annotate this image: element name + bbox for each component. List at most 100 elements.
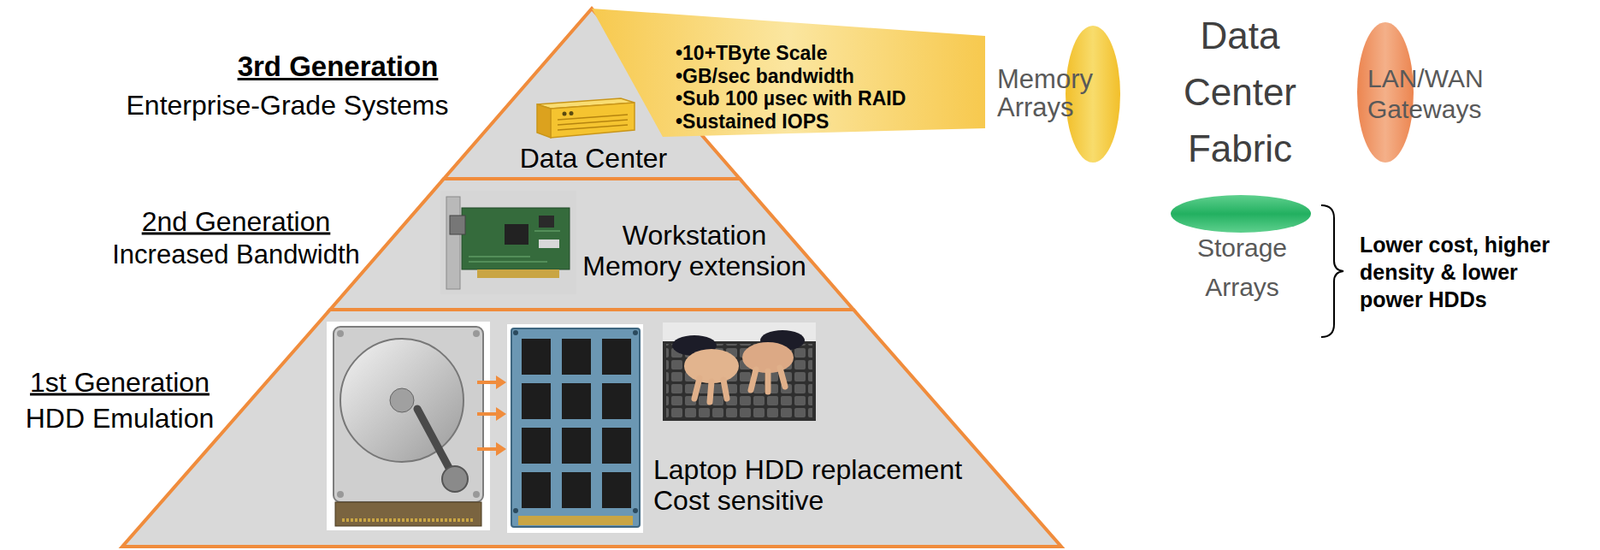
fingers: [694, 367, 786, 402]
grouping-brace: [1321, 205, 1344, 337]
tier-label-holder: Workstation Memory extension: [578, 219, 810, 282]
callout-panel: •10+TByte Scale•GB/sec bandwidth•Sub 100…: [591, 8, 986, 137]
bullet-point: •Sustained IOPS: [675, 110, 829, 134]
tier-outline: [330, 178, 854, 310]
bullet-point: •10+TByte Scale: [675, 41, 827, 65]
tier-outline: [122, 309, 1062, 547]
tier-outline-layer: [330, 178, 854, 310]
flash-chip: [521, 383, 551, 420]
component-label: Memory Arrays: [997, 64, 1107, 122]
brace-note-holder: Lower cost, higher density & lower power…: [1359, 230, 1560, 313]
disk-screw: [472, 490, 480, 498]
hard-disk-photo: [326, 321, 491, 531]
tier-label-holder: Data Center: [519, 142, 668, 175]
callout-wedge: [591, 8, 986, 137]
flash-chip: [561, 338, 591, 375]
server-side: [537, 104, 551, 138]
card-board: [461, 207, 570, 270]
component-label: LAN/WAN Gateways: [1367, 63, 1496, 125]
photo-ground: [662, 322, 816, 421]
arrow-head: [495, 442, 507, 456]
solid-state-drive-photo: [507, 324, 644, 533]
component-label-holder: Memory Arrays: [997, 64, 1107, 122]
component-label: Storage Arrays: [1167, 228, 1317, 308]
tier-label: Workstation Memory extension: [578, 219, 810, 282]
disk-screw: [336, 330, 344, 337]
ssd-connector: [518, 515, 633, 526]
arrow-head: [495, 407, 507, 421]
generation-subtitle-holder: HDD Emulation: [25, 402, 215, 435]
generation-subtitle: HDD Emulation: [25, 402, 215, 435]
server-icon: [537, 98, 635, 138]
ssd-hole: [632, 330, 638, 336]
component-label-holder: Storage Arrays: [1167, 228, 1317, 308]
generation-heading: 3rd Generation: [237, 50, 439, 83]
ssd-hole: [632, 507, 638, 514]
flash-chip: [561, 427, 591, 464]
generation-subtitle: Increased Bandwidth: [112, 239, 361, 271]
flash-chip: [561, 472, 591, 508]
gateway-ellipse-layer: [1355, 20, 1493, 166]
replacement-arrows: [477, 375, 507, 456]
ssd-hole: [513, 330, 519, 336]
ssd-board: [511, 328, 640, 527]
component-label-holder: LAN/WAN Gateways: [1367, 63, 1496, 125]
flash-chip: [602, 472, 632, 508]
ssd-hole: [513, 507, 519, 514]
bullet-point: •Sub 100 µsec with RAID: [675, 87, 906, 111]
sleeve: [672, 335, 717, 356]
disk-spindle: [389, 388, 414, 413]
laptop-keyboard-photo: [662, 322, 816, 421]
storage-node: Storage Arrays: [1167, 193, 1317, 313]
server-vents: [557, 114, 628, 130]
generation-heading-holder: 1st Generation: [29, 366, 210, 399]
server-led: [569, 111, 574, 116]
arrow-shaft: [477, 382, 498, 449]
photo-ground: [440, 190, 577, 295]
server-top: [537, 98, 635, 109]
card-traces: [468, 230, 561, 262]
generation-heading: 2nd Generation: [141, 206, 331, 238]
pyramid-tier: 2nd GenerationIncreased BandwidthWorksta…: [330, 178, 854, 310]
photo-ground: [326, 321, 491, 531]
flash-chip: [521, 472, 551, 508]
fabric-label-holder: Data Center Fabric: [1167, 7, 1313, 178]
keyboard-keys: [666, 343, 813, 418]
pyramid-tier: 1st GenerationHDD EmulationLaptop HDD re…: [122, 309, 1062, 547]
disk-board: [335, 501, 482, 526]
bullet-point-holder: •Sustained IOPS: [675, 110, 829, 134]
generation-heading: 1st Generation: [29, 366, 210, 399]
hand: [742, 342, 794, 373]
flash-chip: [602, 427, 632, 464]
bullet-point-holder: •10+TByte Scale: [675, 41, 827, 65]
brace-note: Lower cost, higher density & lower power…: [1359, 230, 1560, 313]
flash-chip: [602, 383, 632, 420]
disk-screw: [336, 490, 344, 498]
tier-outline-layer: [122, 309, 1062, 547]
memory-array-node: Memory Arrays: [991, 23, 1125, 165]
arrow-head: [495, 375, 507, 390]
fabric-label: Data Center Fabric: [1167, 7, 1313, 178]
flash-chip: [602, 338, 632, 375]
storage-ellipse: [1170, 194, 1311, 233]
generation-heading-holder: 2nd Generation: [141, 206, 331, 238]
tier-label: Data Center: [519, 142, 668, 175]
gateway-node: LAN/WAN Gateways: [1355, 20, 1493, 166]
sleeve: [760, 330, 805, 351]
tier-label-holder: Laptop HDD replacement Cost sensitive: [653, 454, 972, 516]
card-part: [538, 239, 560, 248]
network-card-photo: [440, 190, 577, 295]
bullet-point-holder: •GB/sec bandwidth: [675, 64, 855, 89]
tier-label: Laptop HDD replacement Cost sensitive: [653, 454, 972, 516]
bullet-point-holder: •Sub 100 µsec with RAID: [675, 87, 906, 111]
card-chip: [504, 224, 529, 245]
bullet-point: •GB/sec bandwidth: [675, 64, 855, 89]
disk-case: [333, 326, 484, 502]
server-front: [550, 102, 635, 138]
flash-chip: [521, 427, 551, 464]
flash-chip: [521, 338, 551, 375]
photo-ground: [507, 324, 644, 533]
disk-platter: [340, 338, 464, 462]
flash-chip: [561, 383, 591, 420]
